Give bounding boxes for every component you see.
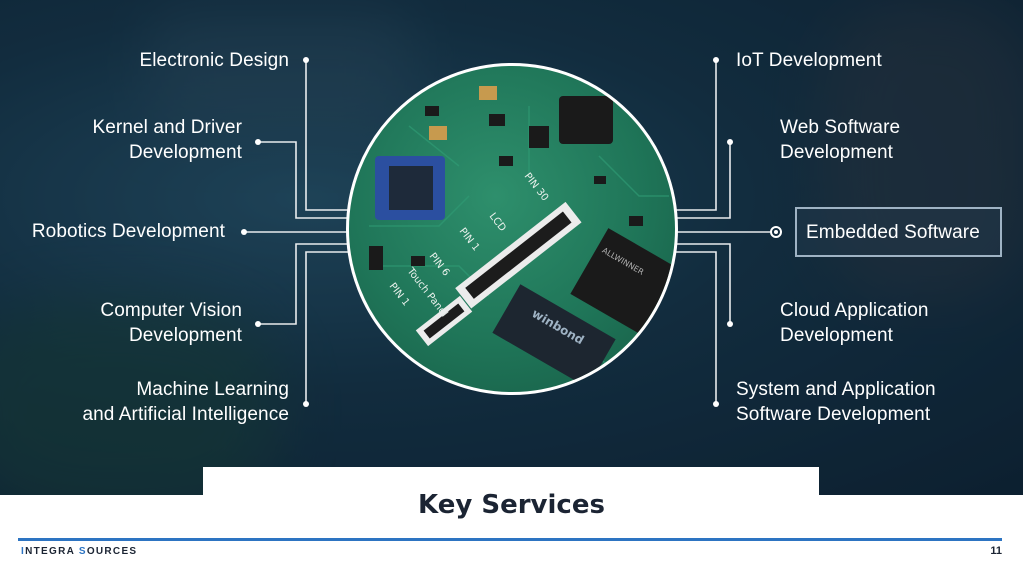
target-icon	[770, 226, 782, 238]
service-iot: IoT Development	[736, 48, 882, 73]
connector-lines	[0, 0, 1023, 495]
title-panel	[203, 467, 819, 507]
connector-dot	[303, 57, 309, 63]
service-label: IoT Development	[736, 50, 882, 71]
connector-dot	[241, 229, 247, 235]
service-label: Software Development	[736, 404, 931, 425]
service-label: Kernel and Driver	[92, 117, 242, 138]
service-label: System and Application	[736, 379, 936, 400]
connector-dot	[727, 321, 733, 327]
page-number: 11	[990, 545, 1002, 557]
logo-text: OURCES	[86, 546, 138, 557]
service-embedded-software: Embedded Software	[806, 220, 980, 245]
service-label: Development	[128, 325, 242, 346]
service-web-software: Web Software Development	[780, 115, 900, 165]
service-label: Computer Vision	[100, 300, 242, 321]
hero-background: Electronic Design Kernel and Driver Deve…	[0, 0, 1023, 495]
service-label: Robotics Development	[31, 221, 225, 242]
connector-dot	[713, 401, 719, 407]
service-label: Embedded Software	[806, 222, 980, 243]
service-label: Machine Learning	[136, 379, 289, 400]
service-system-application: System and Application Software Developm…	[736, 377, 936, 427]
highlighted-service-box	[795, 207, 1002, 257]
logo-letter: S	[78, 546, 87, 557]
silk-label: PIN 30	[522, 171, 551, 203]
service-kernel-driver: Kernel and Driver Development	[92, 115, 242, 165]
background-blur	[150, 10, 410, 130]
service-label: Development	[128, 142, 242, 163]
connector-dot	[303, 401, 309, 407]
service-cloud-application: Cloud Application Development	[780, 298, 929, 348]
pcb-image: winbond ALLWINNER LCD PIN 1 PIN 30 Touch…	[346, 63, 678, 395]
logo-text: NTEGRA	[25, 546, 79, 557]
service-label: Development	[780, 325, 894, 346]
service-label: and Artificial Intelligence	[82, 404, 289, 425]
connector-dot	[727, 139, 733, 145]
footer-rule	[18, 538, 1002, 541]
service-label: Web Software	[780, 117, 901, 138]
service-label: Electronic Design	[139, 50, 289, 71]
connector-dot	[713, 57, 719, 63]
background-blur	[820, 0, 1023, 300]
background-blur	[0, 300, 280, 495]
service-label: Development	[780, 142, 894, 163]
connector-dot	[255, 139, 261, 145]
service-label: Cloud Application	[780, 300, 929, 321]
silk-label: PIN 1	[457, 226, 482, 253]
integra-sources-logo: INTEGRA SOURCES	[21, 546, 137, 557]
service-computer-vision: Computer Vision Development	[100, 298, 242, 348]
service-machine-learning: Machine Learning and Artificial Intellig…	[82, 377, 289, 427]
silk-label: PIN 1	[387, 281, 412, 308]
service-electronic-design: Electronic Design	[139, 48, 289, 73]
pcb-illustration: winbond ALLWINNER LCD PIN 1 PIN 30 Touch…	[369, 86, 675, 388]
silk-label: LCD	[487, 211, 508, 234]
service-robotics: Robotics Development	[32, 219, 225, 244]
logo-letter: I	[21, 546, 26, 557]
slide-title: Key Services	[418, 490, 605, 520]
connector-dot	[255, 321, 261, 327]
silk-label: PIN 6	[427, 251, 452, 278]
